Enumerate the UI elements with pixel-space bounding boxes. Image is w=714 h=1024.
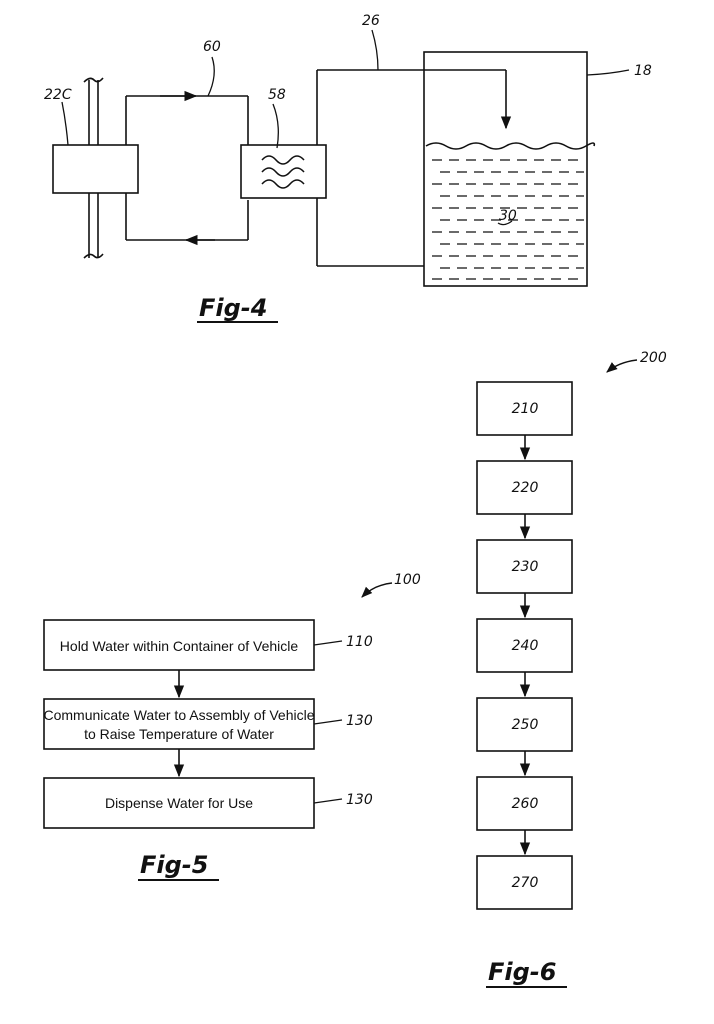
fig5-step-ref: 130	[346, 713, 373, 729]
ref-18: 18	[634, 63, 652, 79]
fig6-step-number: 240	[512, 638, 539, 654]
fig5-step-leader	[313, 719, 343, 725]
fig5-ref-arrow	[361, 582, 393, 598]
fig5-step-box	[43, 777, 315, 829]
fig6-step-number: 230	[512, 559, 539, 575]
fig4-leader-lines	[61, 29, 630, 226]
fig6-step-number: 260	[512, 796, 539, 812]
fig5-step-box	[43, 698, 315, 750]
ref-22c: 22C	[44, 87, 72, 103]
container-18	[423, 51, 588, 287]
ref-30: 30	[499, 208, 517, 224]
figure-4	[52, 29, 630, 287]
heat-exchanger-wave-icon	[261, 155, 305, 189]
fig5-title: Fig-5	[140, 851, 208, 879]
fig6-step-box	[476, 855, 573, 910]
fig6-step-box	[476, 381, 573, 436]
fig5-step-text: Dispense Water for Use	[105, 795, 253, 811]
fig5-step-text: Communicate Water to Assembly of Vehicle	[43, 707, 314, 723]
fig6-step-box	[476, 697, 573, 752]
fig6-ref-arrow	[606, 359, 638, 373]
fig4-title: Fig-4	[199, 294, 267, 322]
fig6-step-number: 250	[512, 717, 539, 733]
fig6-step-box	[476, 776, 573, 831]
fig5-step-ref: 130	[346, 792, 373, 808]
component-22c-box	[52, 144, 139, 194]
fig6-title: Fig-6	[488, 958, 556, 986]
fig6-step-number: 220	[512, 480, 539, 496]
fig6-step-number: 210	[512, 401, 539, 417]
figure-6: 200 210 220 230 240 250 260 270 Fig-6	[476, 350, 667, 988]
fig6-step-number: 270	[512, 875, 539, 891]
water-line-26	[316, 69, 512, 267]
ref-58: 58	[268, 87, 286, 103]
fig5-step-text: Hold Water within Container of Vehicle	[60, 638, 299, 654]
ref-26: 26	[362, 13, 380, 29]
fig5-ref: 100	[394, 572, 421, 588]
heat-exchanger-58-box	[240, 144, 327, 199]
water-surface	[425, 142, 596, 150]
fig5-step-leader	[313, 798, 343, 804]
fig5-step-ref: 110	[346, 634, 373, 650]
fig6-ref: 200	[640, 350, 667, 366]
ref-60: 60	[203, 39, 221, 55]
fig6-step-box	[476, 618, 573, 673]
fig5-step-leader	[313, 640, 343, 646]
water-hatching-30	[432, 159, 584, 280]
coolant-loop-60	[125, 90, 249, 246]
fig5-step-box	[43, 619, 315, 671]
fig5-step-text: to Raise Temperature of Water	[84, 726, 274, 742]
figure-5: 100 Hold Water within Container of Vehic…	[43, 572, 421, 881]
